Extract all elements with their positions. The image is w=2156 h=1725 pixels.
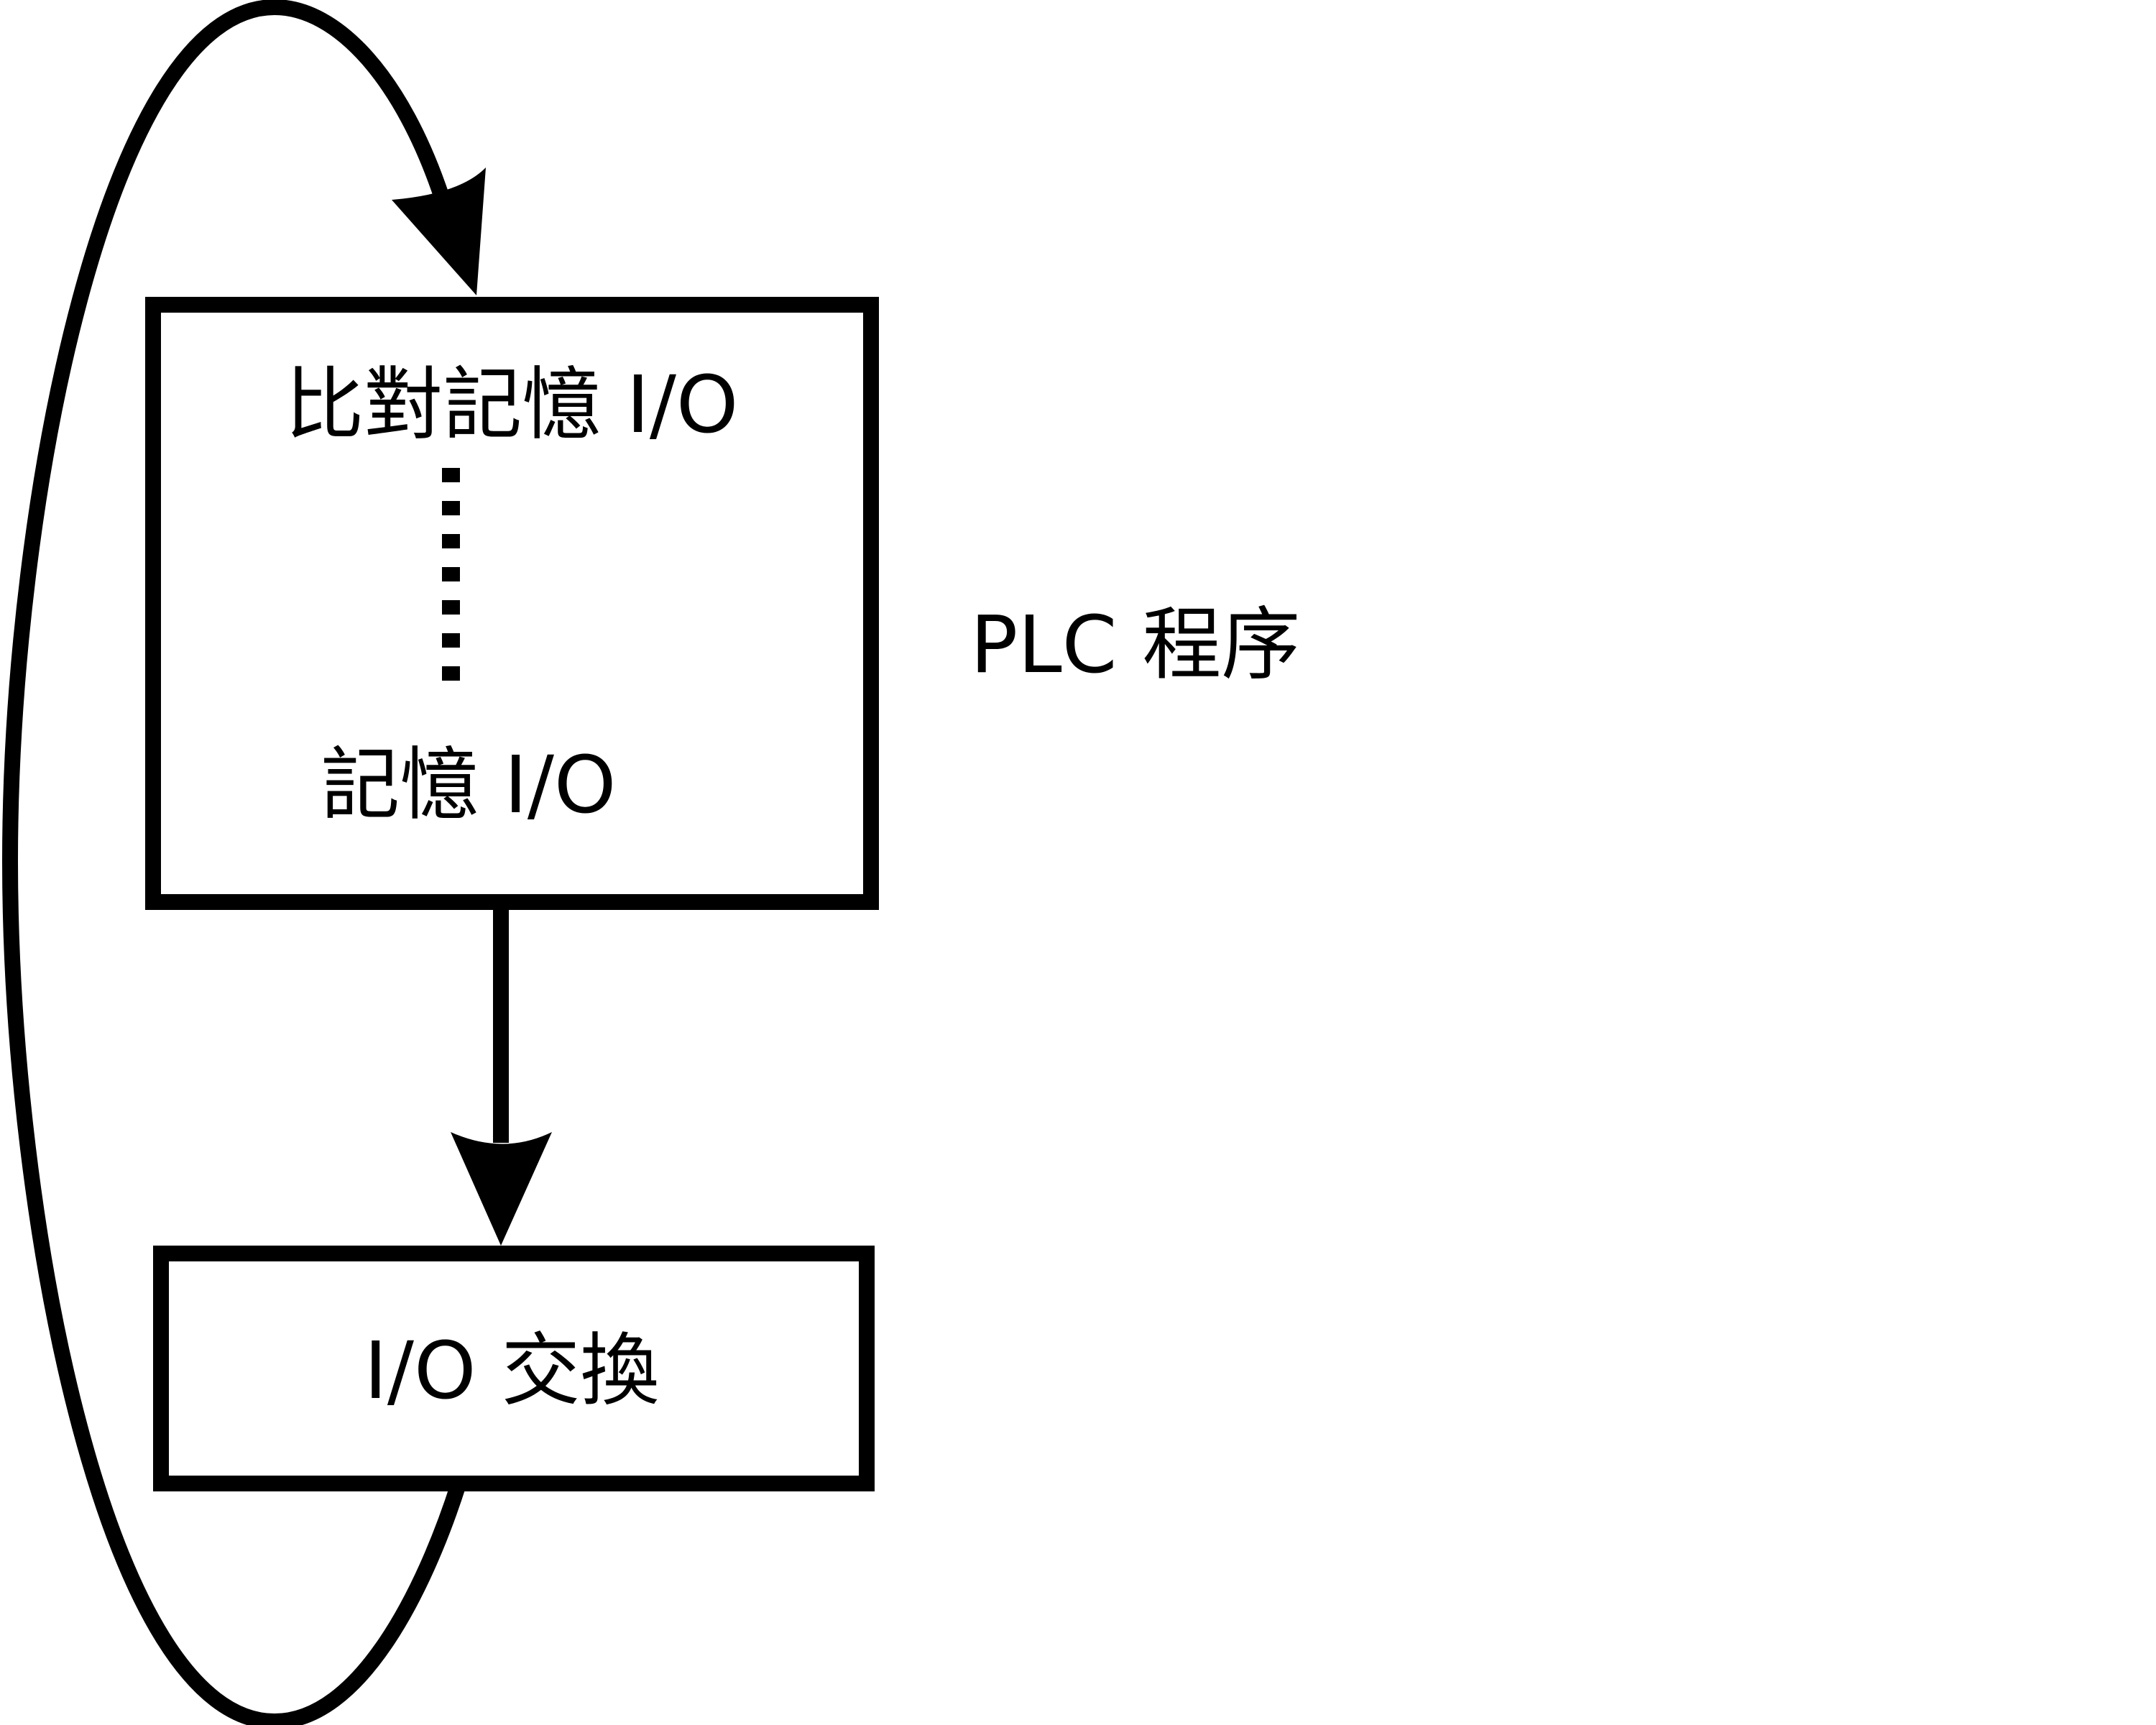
down-connector-arrowhead <box>451 1132 552 1246</box>
program-box-top-label: 比對記憶 I/O <box>285 359 738 451</box>
return-loop-arrowhead <box>392 167 486 295</box>
io-exchange-label: I/O 交換 <box>364 1325 659 1417</box>
return-loop-arc <box>1 0 466 1725</box>
program-box-bottom-label: 記憶 I/O <box>321 739 616 831</box>
io-exchange-box <box>153 1246 875 1491</box>
ellipsis-dots <box>442 468 460 681</box>
plc-program-box <box>145 297 879 910</box>
plc-program-side-label: PLC 程序 <box>970 599 1300 691</box>
